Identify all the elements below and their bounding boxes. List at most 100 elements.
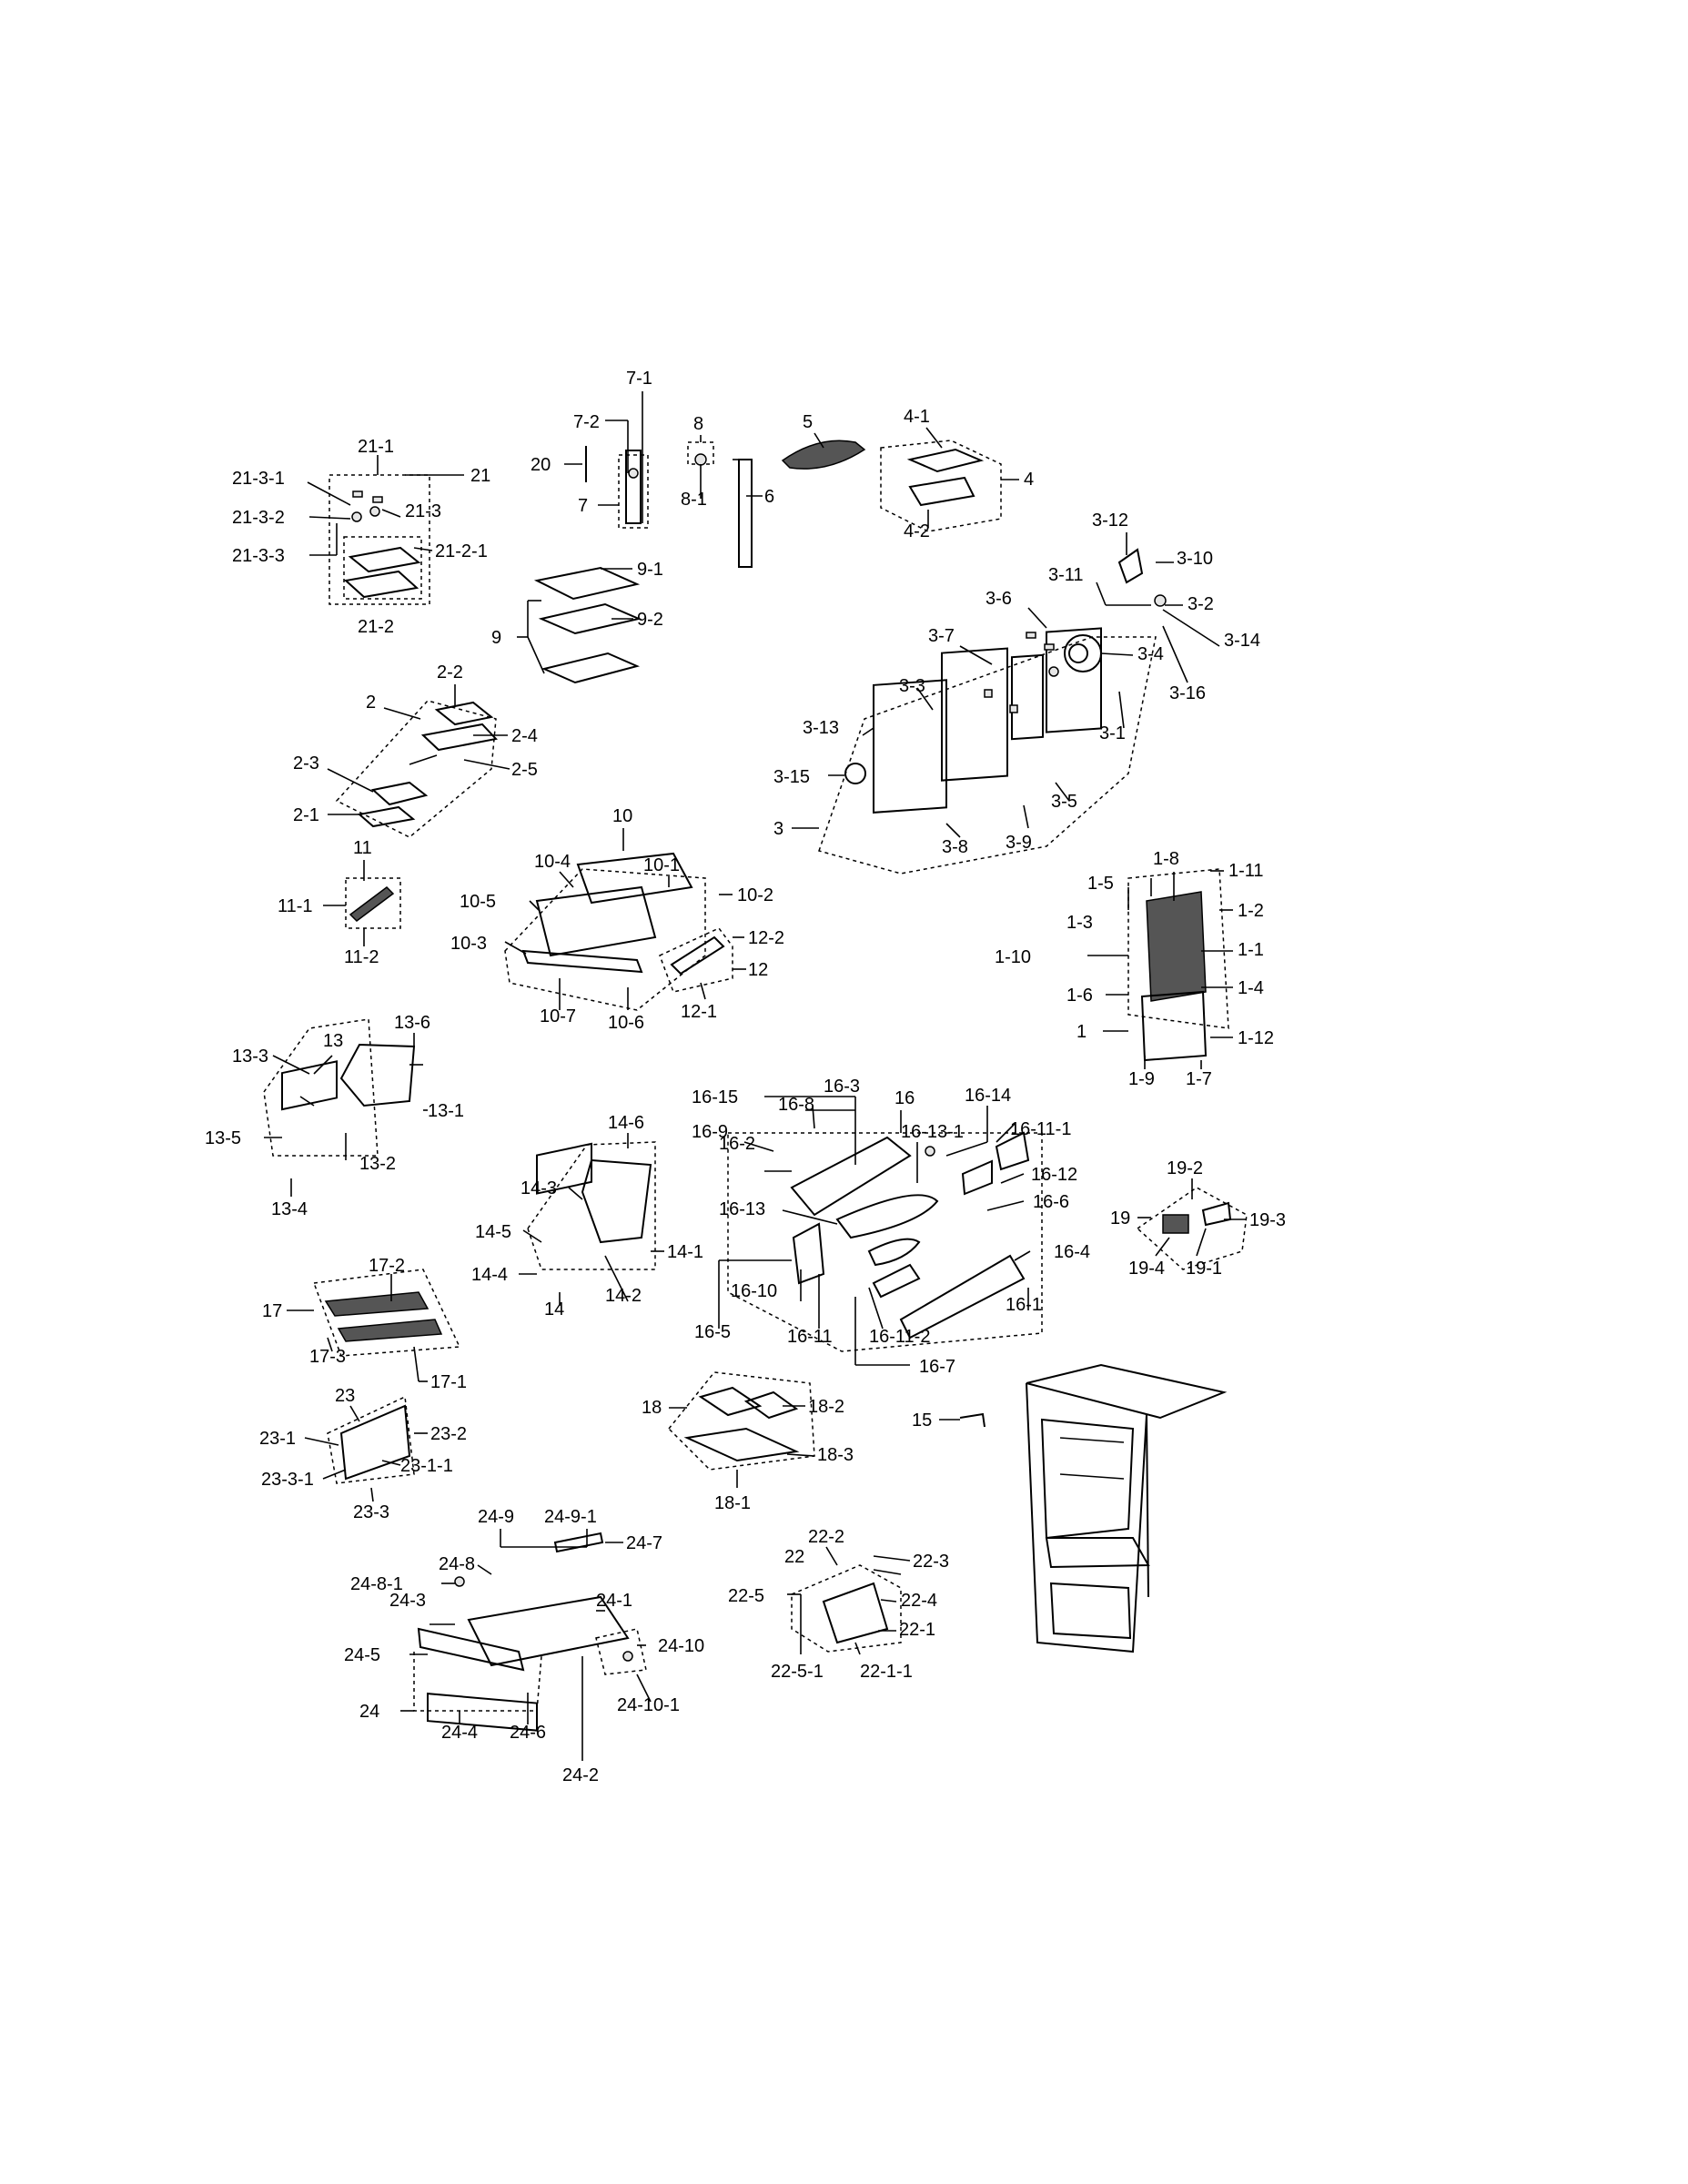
- part-label: 24-9-1: [544, 1507, 597, 1527]
- part-label: 24-8: [439, 1554, 475, 1574]
- part-label: 9-1: [637, 560, 663, 580]
- part-label: 23-3: [353, 1502, 389, 1522]
- part-label: 7-2: [573, 412, 600, 432]
- part-label: 1-4: [1238, 978, 1264, 998]
- part-label: 22-3: [913, 1552, 949, 1572]
- part-label: 21-2-1: [435, 541, 488, 561]
- part-label: 3: [773, 819, 783, 839]
- part-label: 13-4: [271, 1199, 308, 1219]
- part-label: 19-4: [1128, 1259, 1165, 1279]
- part-label: 24-8-1: [350, 1574, 403, 1594]
- part-label: 21-1: [358, 437, 394, 457]
- part-label: 2: [366, 693, 376, 713]
- part-label: 24-2: [562, 1765, 599, 1785]
- part-label: 14-2: [605, 1286, 642, 1306]
- part-label: 17: [262, 1301, 282, 1321]
- part-label: 1-9: [1128, 1069, 1155, 1089]
- part-label: 9-2: [637, 610, 663, 630]
- part-label: 23: [335, 1386, 355, 1406]
- part-label: 23-1-1: [400, 1456, 453, 1476]
- part-label: 16-5: [694, 1322, 731, 1342]
- part-label: 13-6: [394, 1013, 430, 1033]
- part-label: 23-3-1: [261, 1470, 314, 1490]
- part-label: 13-1: [428, 1101, 464, 1121]
- part-label: 18-3: [817, 1445, 854, 1465]
- part-label: 1-10: [995, 947, 1031, 967]
- part-label: 16-8: [778, 1095, 814, 1115]
- part-label: 21: [470, 466, 490, 486]
- part-label: 19-2: [1167, 1158, 1203, 1178]
- part-label: 3-10: [1177, 549, 1213, 569]
- part-label: 10-2: [737, 885, 773, 905]
- part-label: 1-11: [1228, 861, 1264, 881]
- part-label: 3-16: [1169, 683, 1206, 703]
- part-label: 17-2: [369, 1256, 405, 1276]
- part-label: 19: [1110, 1208, 1130, 1228]
- part-label: 1-2: [1238, 901, 1264, 921]
- part-label: 10-6: [608, 1013, 644, 1033]
- part-label: 13-3: [232, 1046, 268, 1067]
- part-label: 2-1: [293, 805, 319, 825]
- part-label: 8-1: [681, 490, 707, 510]
- part-label: 16-11-1: [1010, 1119, 1071, 1139]
- part-label: 24-4: [441, 1723, 478, 1743]
- leader-lines: [264, 391, 1247, 1761]
- part-label: 1-1: [1238, 940, 1264, 960]
- part-label: 17-3: [309, 1347, 346, 1367]
- part-label: 22-5-1: [771, 1662, 824, 1682]
- part-label: 13-2: [359, 1154, 396, 1174]
- part-label: 1-8: [1153, 849, 1179, 869]
- part-label: 1-3: [1066, 913, 1093, 933]
- part-label: 21-3-2: [232, 508, 285, 528]
- part-label: 23-1: [259, 1429, 296, 1449]
- part-label: 16-9: [692, 1122, 728, 1142]
- part-label: 3-4: [1137, 644, 1164, 664]
- part-label: 3-12: [1092, 511, 1128, 531]
- part-label: 13-5: [205, 1128, 241, 1148]
- part-label: 16-13: [719, 1199, 765, 1219]
- part-label: 24-10: [658, 1636, 704, 1656]
- part-label: 2-5: [511, 760, 538, 780]
- part-label: 22-2: [808, 1527, 844, 1547]
- part-label: 13: [323, 1031, 343, 1051]
- part-label: 14-4: [471, 1265, 508, 1285]
- part-label: 10-4: [534, 852, 571, 872]
- part-label: 22-1-1: [860, 1662, 913, 1682]
- part-label: 23-2: [430, 1424, 467, 1444]
- part-label: 11-2: [344, 947, 379, 967]
- part-label: 11-1: [278, 896, 313, 916]
- part-label: 21-3-3: [232, 546, 285, 566]
- part-label: 21-3: [405, 501, 441, 521]
- part-label: 24-9: [478, 1507, 514, 1527]
- part-label: 16-6: [1033, 1192, 1069, 1212]
- part-label: 10-5: [460, 892, 496, 912]
- part-label: 7-1: [626, 369, 652, 389]
- part-label: 14-3: [521, 1178, 557, 1198]
- part-label: 21-2: [358, 617, 394, 637]
- part-label: 24-5: [344, 1645, 380, 1665]
- part-label: 1-5: [1087, 874, 1114, 894]
- part-label: 12-1: [681, 1002, 717, 1022]
- part-label: 15: [912, 1410, 932, 1431]
- part-label: 16-1: [1006, 1295, 1042, 1315]
- part-label: 16-10: [731, 1281, 777, 1301]
- part-label: 22-4: [901, 1591, 937, 1611]
- part-label: 24-6: [510, 1723, 546, 1743]
- part-label: 18-1: [714, 1493, 751, 1513]
- part-label: 14-1: [667, 1242, 703, 1262]
- part-label: 3-7: [928, 626, 955, 646]
- part-label: 4: [1024, 470, 1034, 490]
- part-label: 18: [642, 1398, 662, 1418]
- part-label: 2-2: [437, 662, 463, 682]
- part-label: 12-2: [748, 928, 784, 948]
- part-label: 24-10-1: [617, 1695, 680, 1715]
- part-label: 16-7: [919, 1357, 955, 1377]
- part-label: 3-14: [1224, 631, 1260, 651]
- part-label: 2-3: [293, 753, 319, 774]
- part-label: 16-3: [824, 1077, 860, 1097]
- part-label: 16-12: [1031, 1165, 1077, 1185]
- part-label: 3-15: [773, 767, 810, 787]
- part-label: 3-2: [1188, 594, 1214, 614]
- part-label: 10-7: [540, 1006, 576, 1026]
